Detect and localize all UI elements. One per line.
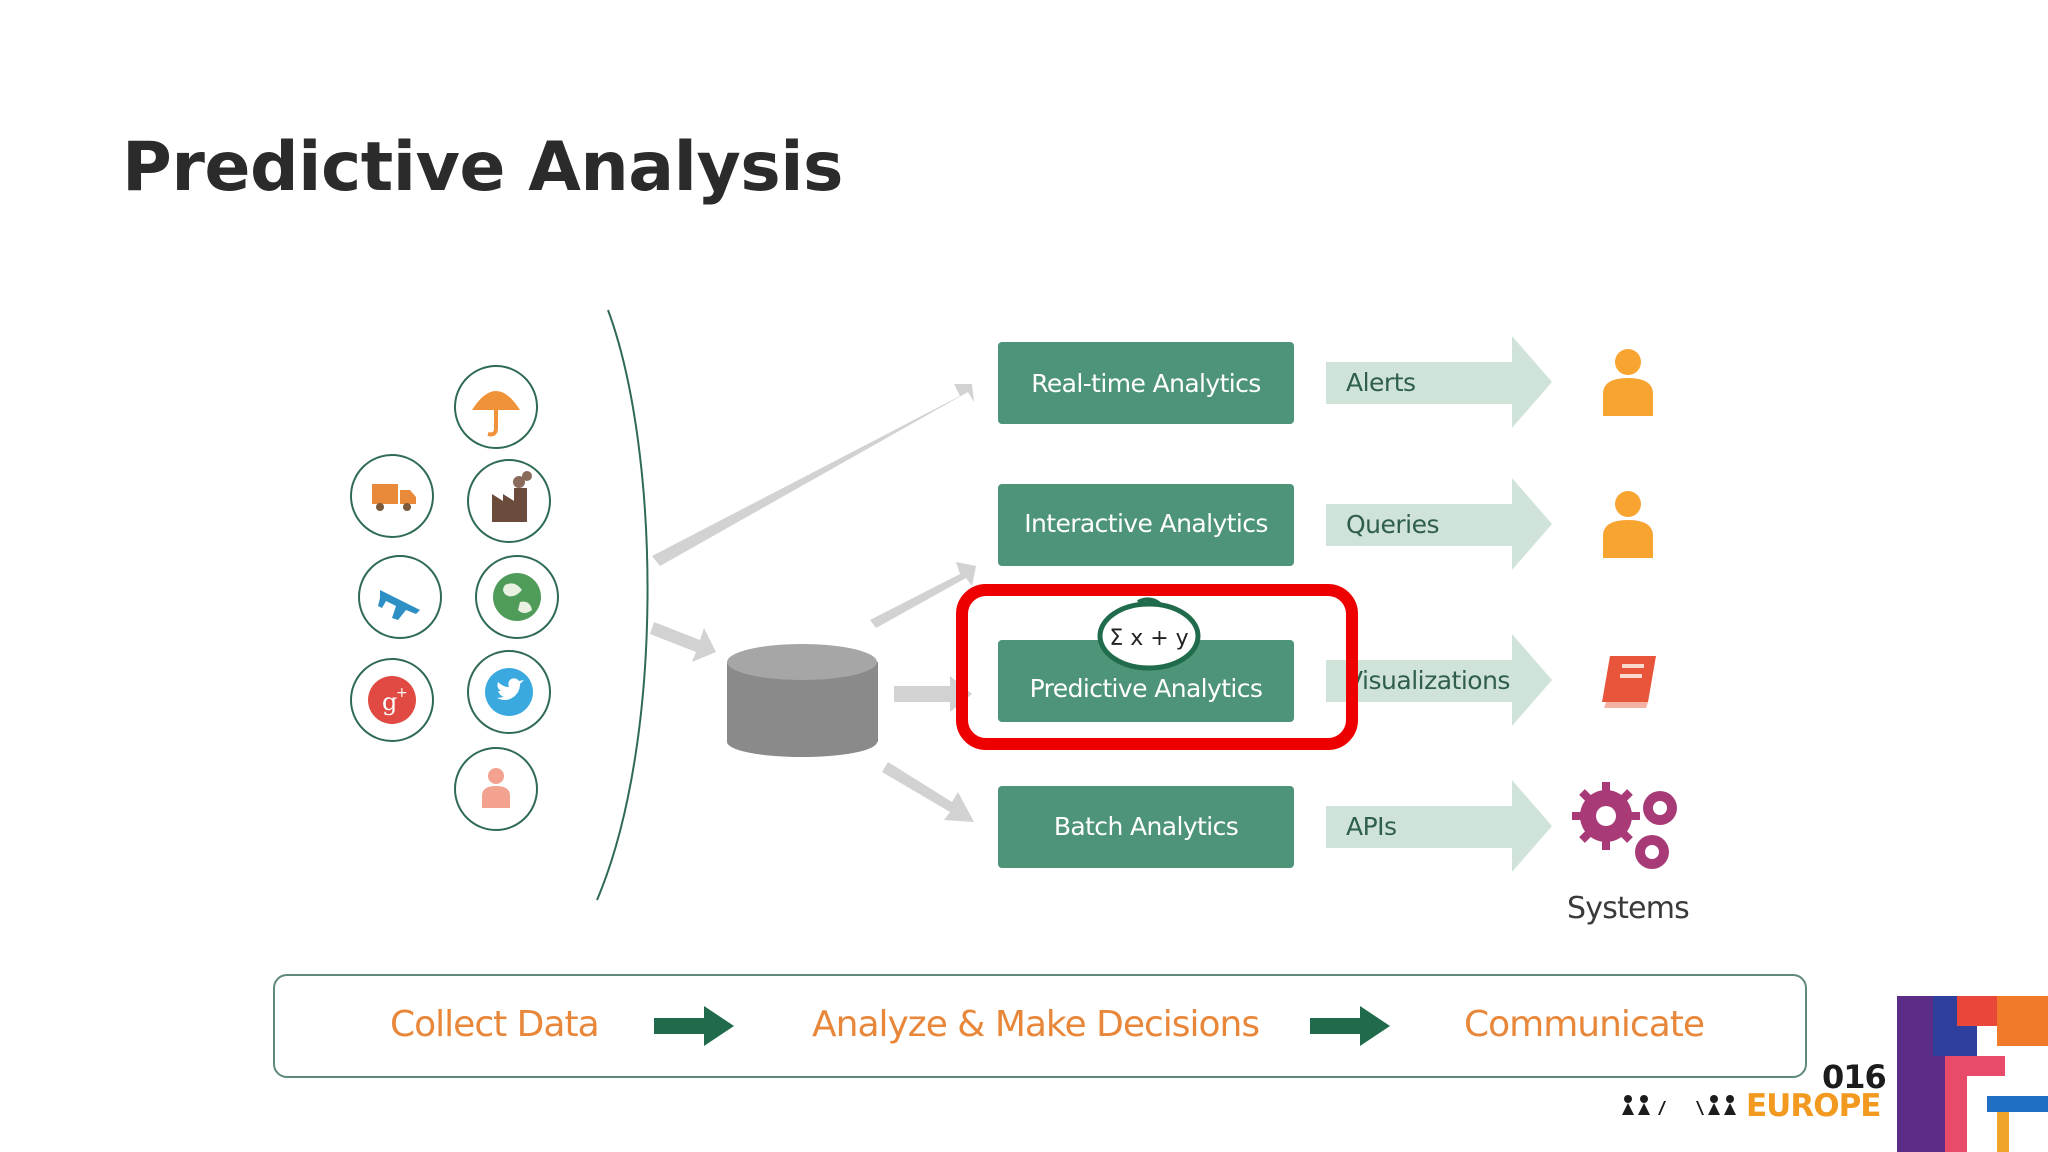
analytics-boxes: Real-time Analytics Interactive Analytic…	[998, 342, 1294, 868]
interactive-analytics-box	[998, 484, 1294, 566]
person-icon	[482, 768, 510, 808]
batch-analytics-box	[998, 786, 1294, 868]
formula-bubble: Σ x + y	[1097, 597, 1201, 671]
visualizations-arrow	[1326, 634, 1552, 726]
output-arrows	[1326, 336, 1552, 872]
logo-people-icon	[1622, 1095, 1736, 1115]
twitter-icon	[485, 668, 533, 716]
logo-year: 016	[1822, 1058, 1887, 1096]
truck-icon	[372, 484, 416, 511]
flow-arrows	[650, 384, 976, 822]
arrow-to-realtime	[652, 384, 974, 566]
arrow-to-predictive	[894, 676, 972, 712]
apis-arrow	[1326, 780, 1552, 872]
queries-label: Queries	[1346, 510, 1439, 539]
step-arrow-1	[654, 1006, 734, 1046]
user-icon	[1603, 491, 1653, 558]
batch-analytics-label: Batch Analytics	[1054, 812, 1238, 841]
process-bar	[273, 974, 1807, 1078]
interactive-analytics-label: Interactive Analytics	[1024, 509, 1268, 538]
arrow-to-interactive	[870, 562, 976, 628]
book-icon	[1602, 656, 1656, 708]
source-divider-arc	[596, 309, 649, 901]
step-arrow-2	[1310, 1006, 1390, 1046]
user-icon	[1603, 349, 1653, 416]
systems-label: Systems	[1567, 891, 1689, 926]
realtime-analytics-box	[998, 342, 1294, 424]
predictive-analytics-box	[998, 640, 1294, 722]
step-collect-data: Collect Data	[390, 1004, 600, 1045]
predictive-highlight-frame	[956, 584, 1358, 750]
step-analyze-decide: Analyze & Make Decisions	[812, 1004, 1260, 1045]
corner-brand-graphic	[1897, 996, 2048, 1152]
svg-text:g: g	[382, 688, 397, 716]
queries-arrow	[1326, 478, 1552, 570]
umbrella-icon	[472, 391, 520, 437]
realtime-analytics-label: Real-time Analytics	[1031, 369, 1260, 398]
step-communicate: Communicate	[1464, 1004, 1705, 1045]
airplane-icon	[378, 590, 420, 620]
visualizations-label: Visualizations	[1346, 666, 1510, 695]
logo-region: EUROPE	[1746, 1088, 1881, 1124]
arrow-to-database	[650, 622, 716, 662]
alerts-arrow	[1326, 336, 1552, 428]
alerts-label: Alerts	[1346, 368, 1416, 397]
formula-text: Σ x + y	[1109, 626, 1188, 651]
svg-text:+: +	[396, 685, 408, 701]
source-icons	[350, 365, 559, 831]
google-plus-icon: g +	[368, 676, 416, 724]
globe-icon	[493, 573, 541, 621]
gears-icon	[1572, 782, 1677, 869]
apis-label: APIs	[1346, 812, 1397, 841]
output-labels: Alerts Queries Visualizations APIs	[1346, 368, 1510, 841]
arrow-to-batch	[882, 762, 974, 822]
factory-icon	[492, 471, 532, 522]
slide-title: Predictive Analysis	[122, 128, 844, 207]
predictive-analytics-label: Predictive Analytics	[1030, 674, 1263, 703]
database-icon	[727, 644, 878, 757]
